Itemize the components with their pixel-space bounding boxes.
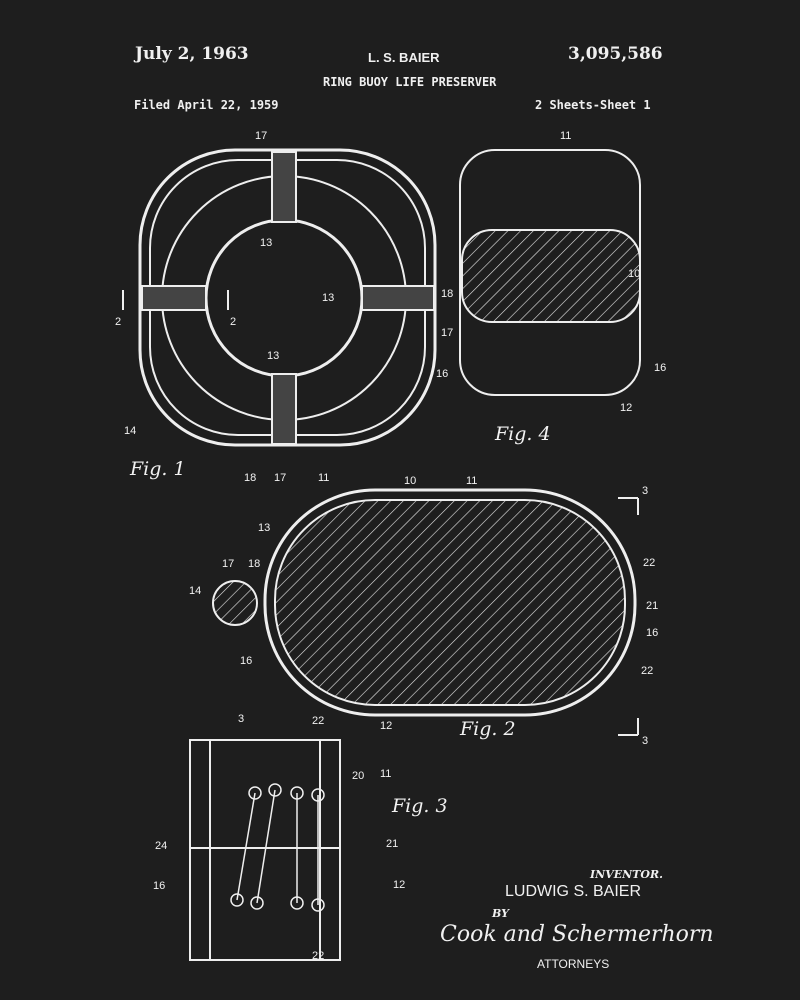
- fig3-caption: Fig. 3: [391, 795, 448, 817]
- inventor-short: L. S. BAIER: [368, 50, 440, 65]
- ref-label: 17: [441, 327, 453, 339]
- ref-label: 16: [436, 368, 448, 380]
- ref-label: 16: [153, 880, 165, 892]
- ref-label: 17: [274, 472, 286, 484]
- ref-label: 18: [248, 558, 260, 570]
- fig4-cross-section: [459, 149, 641, 396]
- fig1-ring-buoy: [138, 148, 437, 447]
- ref-label: 10: [628, 268, 640, 280]
- ref-label: 3: [238, 713, 244, 725]
- ref-label: 16: [654, 362, 666, 374]
- ref-label: 22: [641, 665, 653, 677]
- by-label: BY: [492, 907, 509, 920]
- ref-label: 12: [620, 402, 632, 414]
- attorney-signature: Cook and Schermerhorn: [440, 922, 714, 947]
- ref-label: 22: [312, 715, 324, 727]
- ref-label: 17: [222, 558, 234, 570]
- ref-label: 17: [255, 130, 267, 142]
- patent-date: July 2, 1963: [135, 44, 249, 64]
- section-label: 3: [642, 485, 648, 497]
- ref-label: 14: [189, 585, 201, 597]
- patent-number: 3,095,586: [568, 44, 663, 64]
- ref-label: 21: [386, 838, 398, 850]
- ref-label: 24: [155, 840, 167, 852]
- ref-label: 22: [643, 557, 655, 569]
- ref-label: 21: [646, 600, 658, 612]
- fig3-strap-detail: [189, 739, 341, 961]
- inventor-name: LUDWIG S. BAIER: [505, 883, 642, 900]
- ref-label: 20: [352, 770, 364, 782]
- ref-label: 12: [393, 879, 405, 891]
- patent-title: RING BUOY LIFE PRESERVER: [323, 75, 497, 89]
- ref-label: 22: [312, 950, 324, 962]
- ref-label: 11: [466, 475, 477, 487]
- fig1-caption: Fig. 1: [129, 458, 186, 480]
- fig2-section: [212, 488, 637, 717]
- ref-label: 13: [258, 522, 270, 534]
- ref-label: 12: [380, 720, 392, 732]
- fig2-caption: Fig. 2: [459, 718, 516, 740]
- filed-date: Filed April 22, 1959: [134, 98, 279, 112]
- ref-label: 13: [260, 237, 272, 249]
- attorneys-label: ATTORNEYS: [537, 957, 610, 971]
- sheet-count: 2 Sheets-Sheet 1: [535, 98, 651, 112]
- ref-label: 16: [240, 655, 252, 667]
- ref-label: 11: [318, 472, 329, 484]
- inventor-heading: INVENTOR.: [590, 868, 663, 881]
- fig4-caption: Fig. 4: [494, 423, 551, 445]
- ref-label: 11: [380, 768, 391, 780]
- ref-label: 13: [322, 292, 334, 304]
- section-label: 2: [230, 316, 236, 328]
- ref-label: 10: [404, 475, 416, 487]
- ref-label: 18: [244, 472, 256, 484]
- section-label: 3: [642, 735, 648, 747]
- ref-label: 16: [646, 627, 658, 639]
- ref-label: 18: [441, 288, 453, 300]
- ref-label: 13: [267, 350, 279, 362]
- section-label: 2: [115, 316, 121, 328]
- ref-label: 14: [124, 425, 136, 437]
- ref-label: 11: [560, 130, 571, 142]
